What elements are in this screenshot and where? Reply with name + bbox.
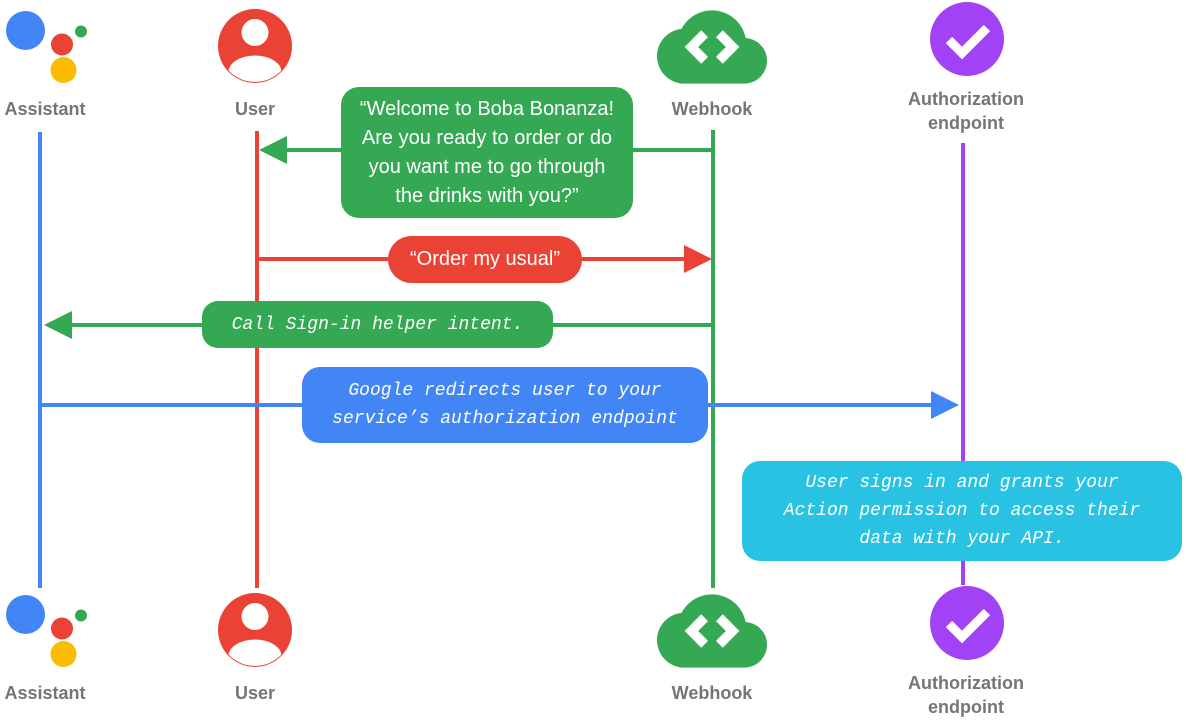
authorization-endpoint-label-top: Authorization endpoint — [908, 89, 1024, 133]
welcome-arrow-head — [259, 136, 287, 164]
assistant-lifeline — [38, 132, 42, 588]
signin-arrow-head — [44, 311, 72, 339]
user-icon — [218, 9, 292, 83]
grant-note-bubble: User signs in and grants your Action per… — [742, 461, 1182, 561]
authorization-endpoint-label-bottom: Authorization endpoint — [908, 673, 1024, 717]
assistant-label-bottom: Assistant — [4, 683, 86, 703]
order-arrow-head — [684, 245, 712, 273]
order-message-bubble: “Order my usual” — [388, 236, 582, 283]
webhook-cloud-icon — [657, 10, 767, 84]
signin-message-bubble: Call Sign-in helper intent. — [202, 301, 553, 348]
authorization-endpoint-lifeline — [961, 143, 965, 585]
assistant-logo-icon — [6, 595, 87, 667]
webhook-lifeline — [711, 130, 715, 588]
redirect-message-bubble: Google redirects user to your service’s … — [302, 367, 708, 443]
user-lifeline — [255, 131, 259, 588]
welcome-message-bubble: “Welcome to Boba Bonanza! Are you ready … — [341, 87, 633, 218]
webhook-label-top: Webhook — [671, 99, 753, 119]
assistant-logo-icon — [6, 11, 87, 83]
assistant-label-top: Assistant — [4, 99, 86, 119]
redirect-arrow-head — [931, 391, 959, 419]
authorization-check-icon — [930, 586, 1004, 660]
authorization-check-icon — [930, 2, 1004, 76]
webhook-label-bottom: Webhook — [671, 683, 753, 703]
webhook-cloud-icon — [657, 594, 767, 668]
user-label-bottom: User — [234, 683, 276, 703]
user-label-top: User — [234, 99, 276, 119]
user-icon — [218, 593, 292, 667]
